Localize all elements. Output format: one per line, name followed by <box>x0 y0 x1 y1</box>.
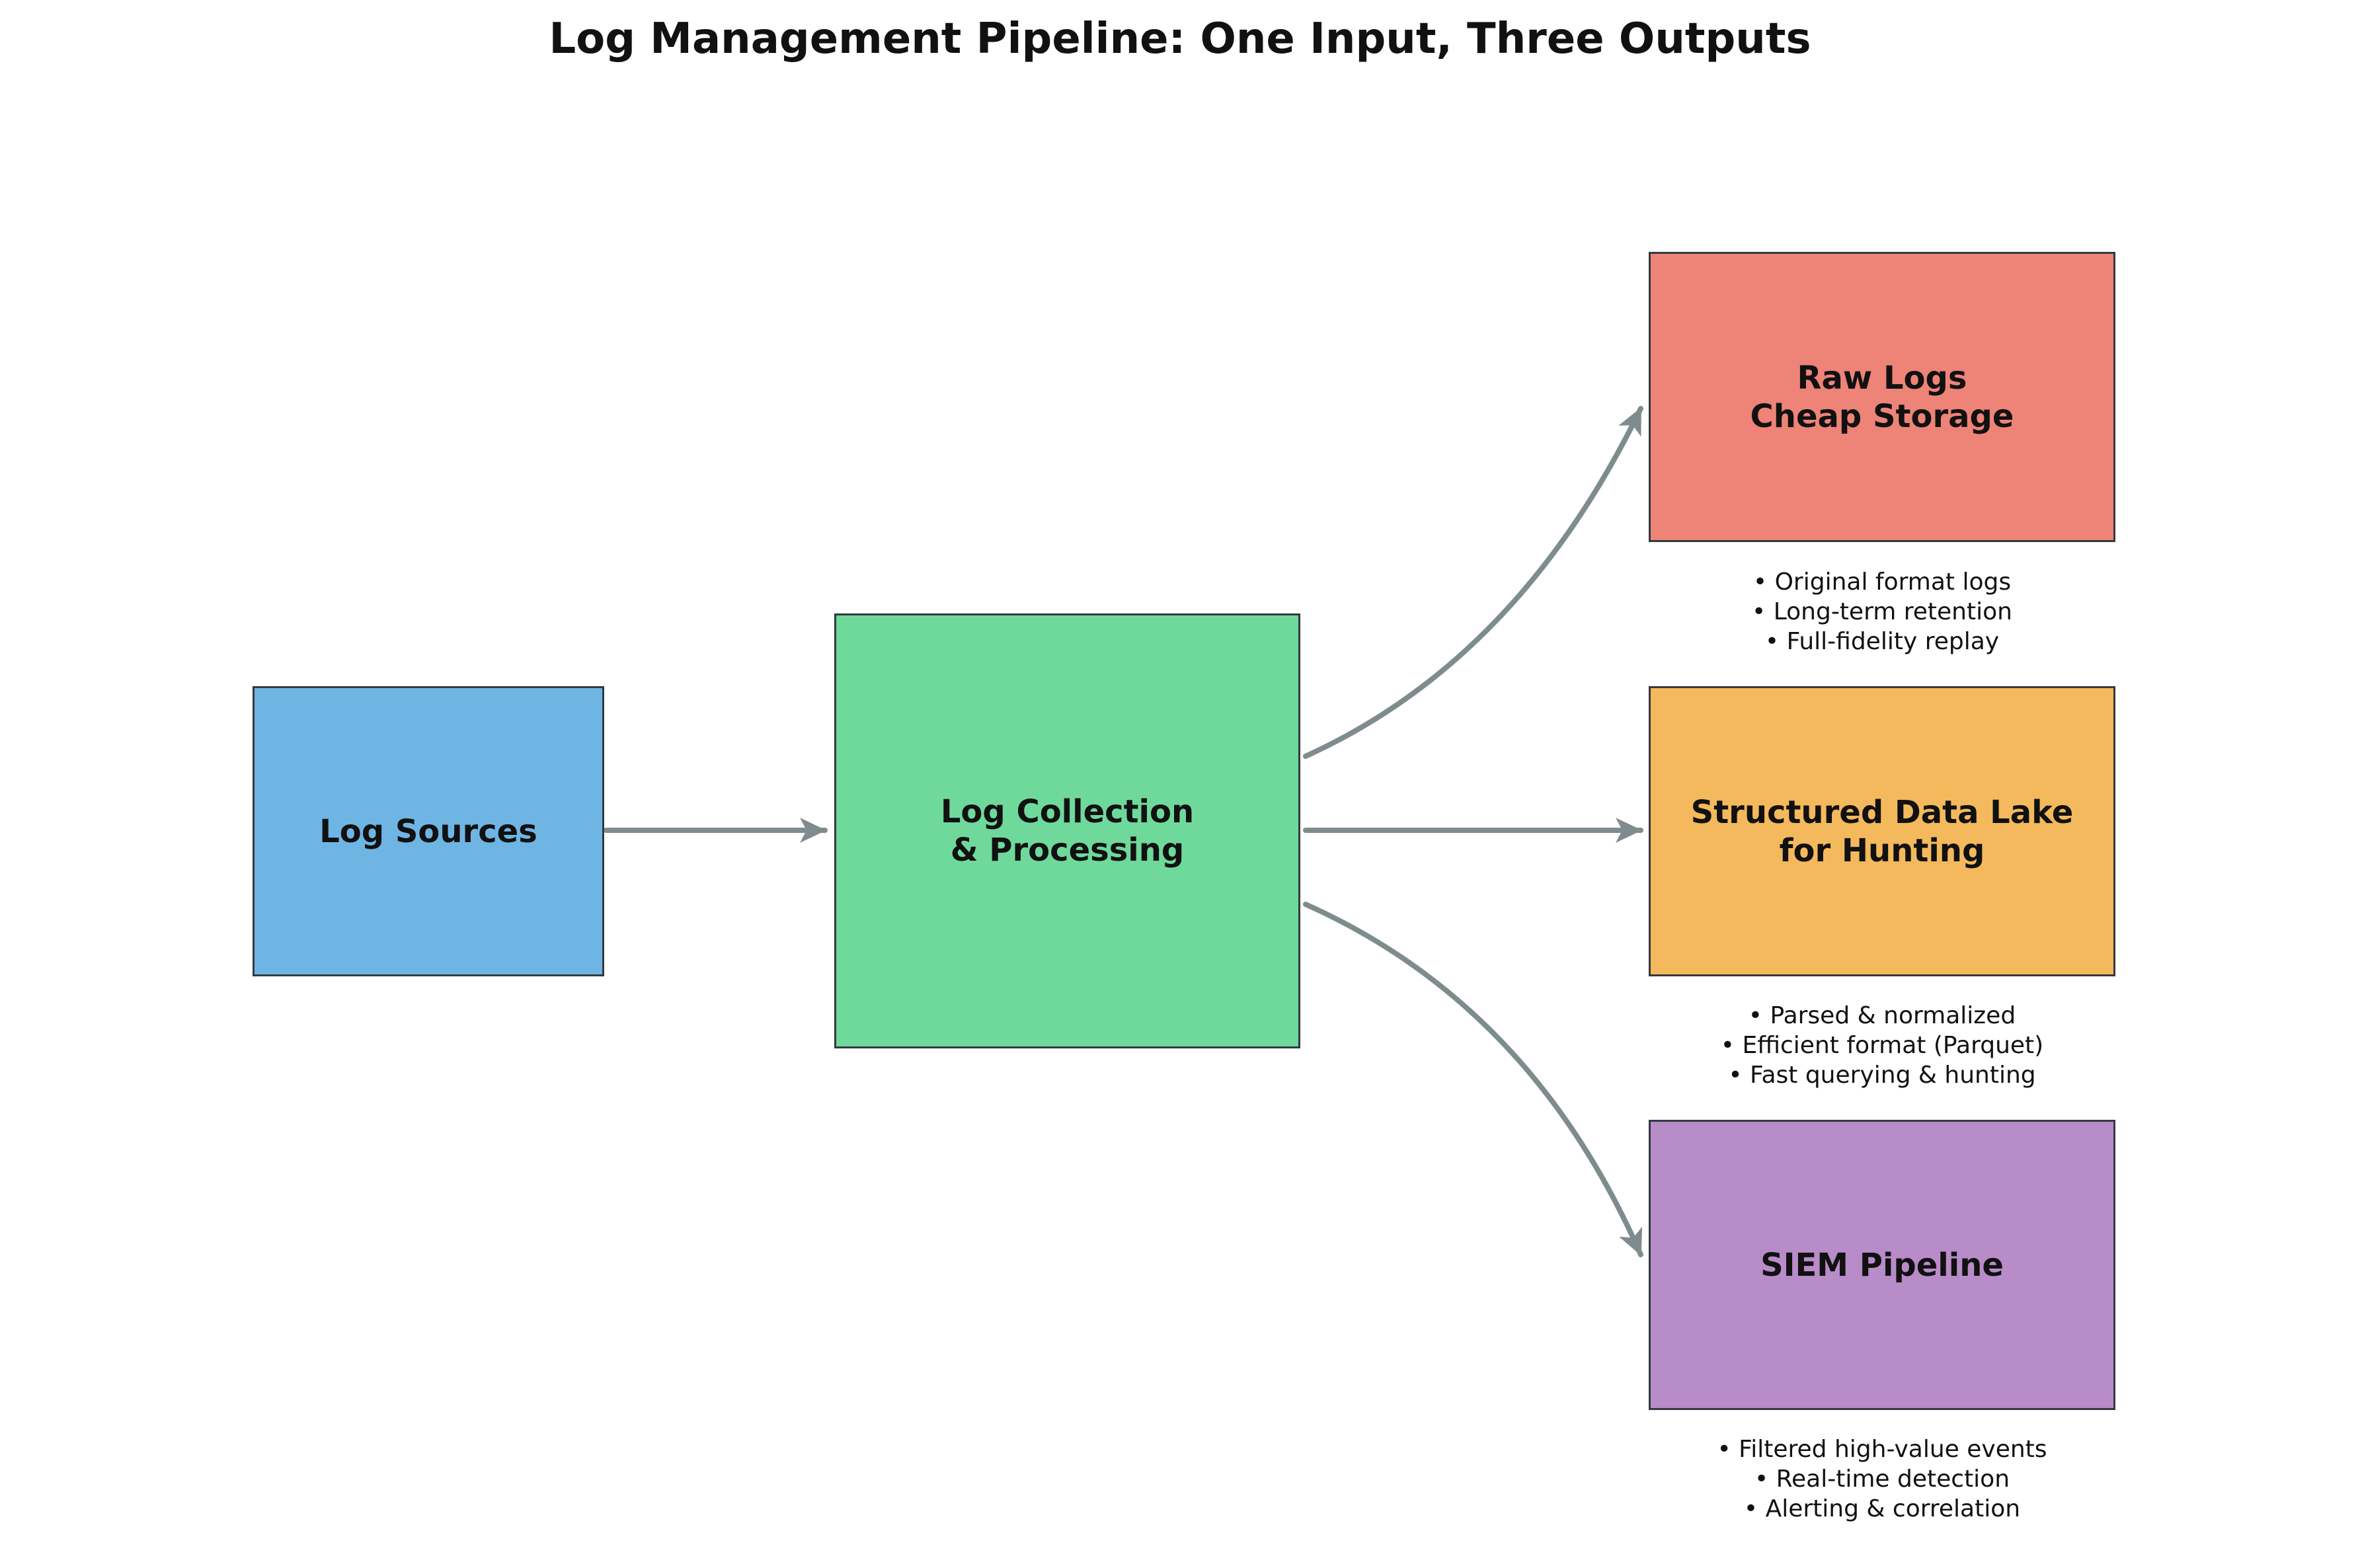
data-lake-notes: • Parsed & normalized • Efficient format… <box>1649 1001 2115 1090</box>
log-processing-label: Log Collection & Processing <box>940 793 1195 869</box>
log-sources-label: Log Sources <box>319 812 537 850</box>
data-lake-note: • Fast querying & hunting <box>1728 1062 2036 1089</box>
data-lake-note: • Efficient format (Parquet) <box>1720 1032 2044 1059</box>
raw-logs-note: • Original format logs <box>1752 568 2012 596</box>
diagram-title: Log Management Pipeline: One Input, Thre… <box>549 15 1811 63</box>
arrow-processing-to-raw <box>1303 406 1643 759</box>
arrow-processing-to-siem <box>1303 902 1643 1257</box>
data-lake-note: • Parsed & normalized <box>1748 1002 2016 1029</box>
siem-pipeline-note: • Filtered high-value events <box>1717 1436 2047 1463</box>
raw-logs-notes: • Original format logs • Long-term reten… <box>1649 567 2115 656</box>
log-sources-box: Log Sources <box>253 686 604 976</box>
raw-logs-label: Raw Logs Cheap Storage <box>1750 359 2014 435</box>
siem-pipeline-label: SIEM Pipeline <box>1760 1246 2004 1284</box>
log-processing-box: Log Collection & Processing <box>834 613 1300 1048</box>
raw-logs-note: • Full-fidelity replay <box>1764 628 2000 655</box>
data-lake-box: Structured Data Lake for Hunting <box>1649 686 2115 976</box>
siem-pipeline-note: • Alerting & correlation <box>1743 1495 2021 1522</box>
siem-pipeline-box: SIEM Pipeline <box>1649 1120 2115 1410</box>
siem-pipeline-notes: • Filtered high-value events • Real-time… <box>1649 1434 2115 1524</box>
raw-logs-note: • Long-term retention <box>1752 598 2012 625</box>
raw-logs-box: Raw Logs Cheap Storage <box>1649 252 2115 542</box>
siem-pipeline-note: • Real-time detection <box>1754 1466 2010 1493</box>
data-lake-label: Structured Data Lake for Hunting <box>1690 793 2074 869</box>
